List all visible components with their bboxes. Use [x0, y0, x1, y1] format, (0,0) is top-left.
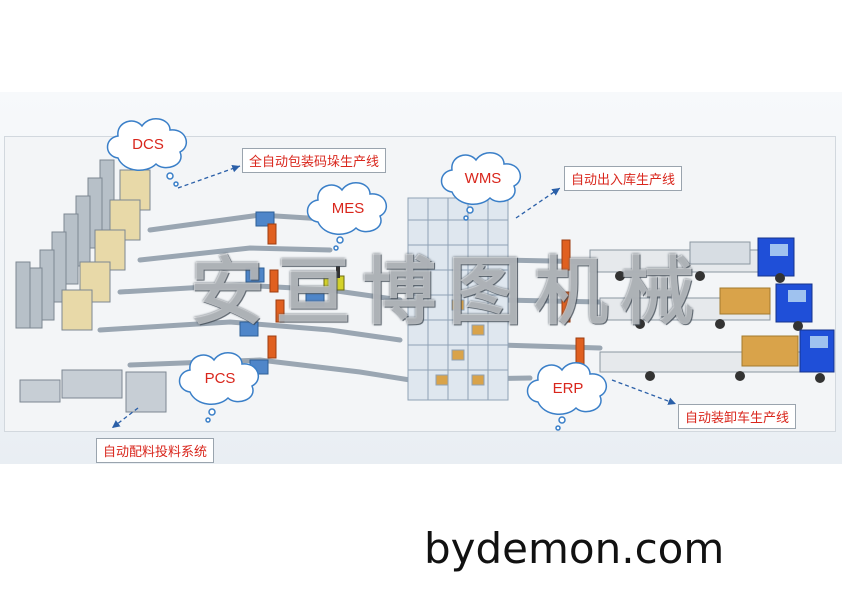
palletizing-robots [267, 223, 585, 365]
cloud-label-pcs: PCS [204, 370, 236, 387]
warehouse-racks [407, 197, 509, 401]
cloud-erp [526, 362, 608, 431]
cloud-label-mes: MES [331, 200, 365, 217]
silo-towers [15, 159, 151, 331]
batching-machine [19, 369, 167, 413]
arrows [111, 164, 677, 429]
label-packaging-line: 全自动包装码垛生产线 [242, 148, 387, 173]
cloud-mes [306, 182, 388, 251]
label-batching-system: 自动配料投料系统 [96, 438, 215, 463]
truck-3 [599, 329, 835, 383]
cloud-wms [440, 152, 522, 221]
cloud-dcs [106, 118, 188, 187]
site-url: bydemon.com [424, 524, 725, 573]
label-warehouse-line: 自动出入库生产线 [564, 166, 683, 191]
truck-1 [589, 237, 795, 283]
cloud-label-erp: ERP [552, 380, 584, 397]
cloud-label-wms: WMS [464, 170, 502, 187]
cloud-pcs [178, 352, 260, 423]
truck-2 [599, 283, 813, 331]
label-truck-line: 自动装卸车生产线 [678, 404, 797, 429]
watermark: 安亘博图机械 [190, 249, 706, 335]
cloud-label-dcs: DCS [132, 136, 164, 153]
forklift [323, 266, 345, 291]
